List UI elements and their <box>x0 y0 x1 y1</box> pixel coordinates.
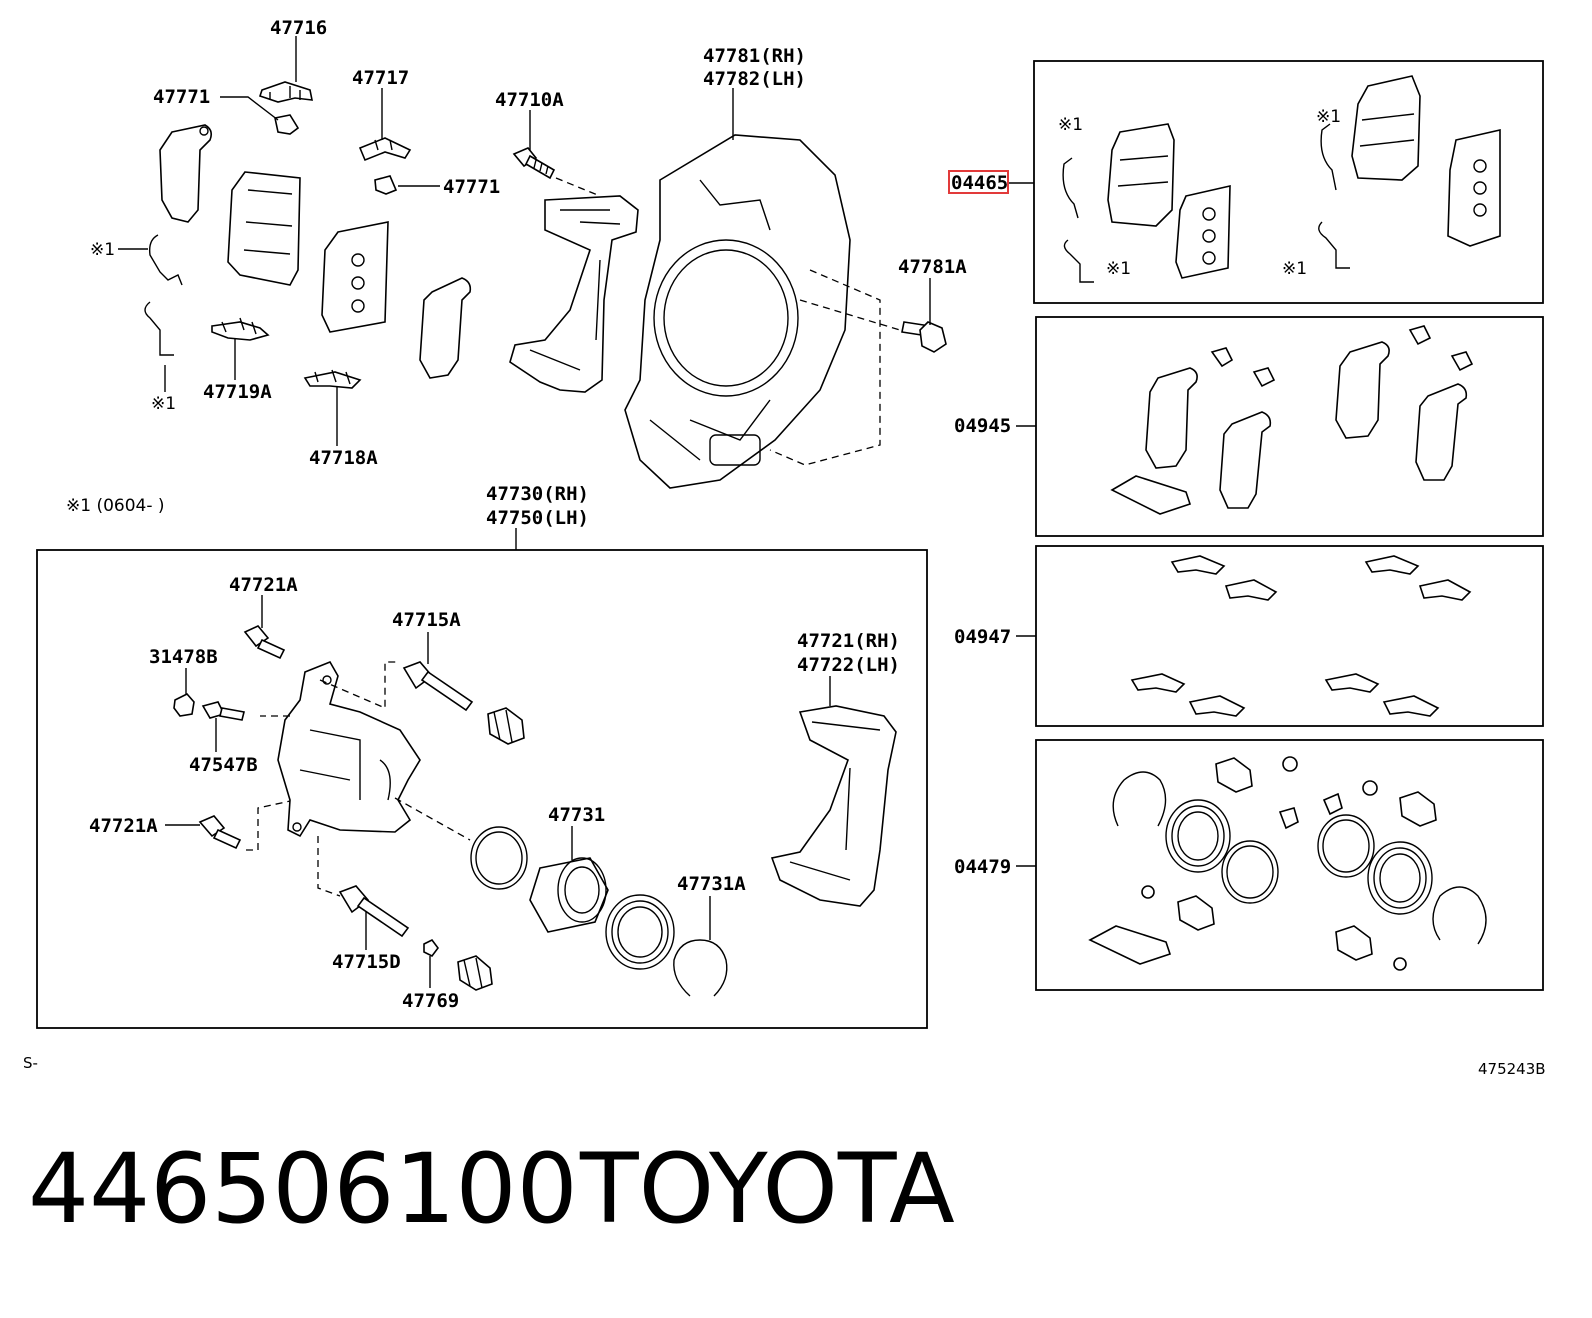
bolt-47710A <box>512 147 556 180</box>
highlighted-part-number-box <box>948 170 1009 194</box>
boot-upper <box>487 707 525 745</box>
label-kit-ref1-b: ※1 <box>1106 259 1131 279</box>
pad-support-plate-47716 <box>258 81 314 103</box>
label-47750-lh: 47750(LH) <box>486 507 589 529</box>
clip-47771-lower <box>374 175 398 195</box>
label-47710A: 47710A <box>495 89 564 111</box>
label-ref1-lower: ※1 <box>151 394 176 414</box>
label-47547B: 47547B <box>189 754 258 776</box>
disc-brake-dust-cover <box>624 134 851 489</box>
label-ref1-upper: ※1 <box>90 240 115 260</box>
label-47721-rh: 47721(RH) <box>797 630 900 652</box>
bleeder-cap-31478B <box>173 693 195 717</box>
bolt-47781A <box>901 321 947 353</box>
kit-box-04945 <box>1035 316 1544 537</box>
label-04479[interactable]: 04479 <box>954 856 1011 878</box>
label-47719A: 47719A <box>203 381 272 403</box>
label-47716: 47716 <box>270 17 327 39</box>
caliper-mounting-47721 <box>770 705 897 907</box>
slide-pin-47715D <box>338 885 410 938</box>
caption-part-number: 446506100 <box>28 1133 578 1245</box>
kit-shims <box>1110 325 1474 515</box>
boot-lower <box>457 955 493 991</box>
brake-pad-right <box>321 221 389 333</box>
bolt-47721A-lower <box>198 815 242 850</box>
bolt-47721A-upper <box>243 625 286 660</box>
kit-pads-front <box>1062 123 1231 283</box>
footer-right-code: 475243B <box>1478 1060 1546 1078</box>
kit-box-04465 <box>1033 60 1544 304</box>
label-47771-upper: 47771 <box>153 86 210 108</box>
set-ring-47731A <box>673 939 728 997</box>
anti-squeal-shim-outer <box>159 124 212 223</box>
label-04945[interactable]: 04945 <box>954 415 1011 437</box>
label-47721A-lower: 47721A <box>89 815 158 837</box>
pad-support-plate-47719A <box>211 317 270 341</box>
label-47769: 47769 <box>402 990 459 1012</box>
pad-wear-indicator <box>144 234 183 356</box>
label-47722-lh: 47722(LH) <box>797 654 900 676</box>
label-kit-ref1-a: ※1 <box>1058 115 1083 135</box>
label-47771-lower: 47771 <box>443 176 500 198</box>
label-47730-rh: 47730(RH) <box>486 483 589 505</box>
bleeder-plug-47547B <box>201 701 245 721</box>
note-ref1-date: ※1 (0604- ) <box>66 496 165 516</box>
label-47782-lh: 47782(LH) <box>703 68 806 90</box>
label-47715A: 47715A <box>392 609 461 631</box>
label-47731A: 47731A <box>677 873 746 895</box>
pad-support-plate-47717 <box>358 137 412 162</box>
label-47731: 47731 <box>548 804 605 826</box>
caliper-mounting-bracket <box>509 195 639 393</box>
label-31478B: 31478B <box>149 646 218 668</box>
cylinder-boot <box>605 894 675 970</box>
label-04465[interactable]: 04465 <box>951 172 1008 194</box>
anti-squeal-shim-inner <box>419 277 472 379</box>
label-kit-ref1-c: ※1 <box>1316 107 1341 127</box>
caliper-assembly-box <box>36 549 928 1029</box>
kit-cylinder-seals <box>1088 756 1487 971</box>
kit-support-plates <box>1130 555 1472 717</box>
footer-left-code: S- <box>23 1054 38 1072</box>
label-47715D: 47715D <box>332 951 401 973</box>
piston-seal-47731 <box>470 826 528 890</box>
label-kit-ref1-d: ※1 <box>1282 259 1307 279</box>
kit-pads-rear <box>1318 75 1501 269</box>
label-04947[interactable]: 04947 <box>954 626 1011 648</box>
clip-47771-upper <box>274 114 300 135</box>
label-47718A: 47718A <box>309 447 378 469</box>
piston <box>529 857 609 933</box>
label-47717: 47717 <box>352 67 409 89</box>
pad-support-plate-47718A <box>303 369 362 389</box>
caliper-body <box>277 660 421 838</box>
slide-pin-47715A <box>402 661 474 712</box>
label-47721A-upper: 47721A <box>229 574 298 596</box>
kit-box-04479 <box>1035 739 1544 991</box>
brake-pad-left <box>227 171 301 286</box>
label-47781-rh: 47781(RH) <box>703 45 806 67</box>
caption-brand: TOYOTA <box>579 1133 955 1245</box>
label-47781A: 47781A <box>898 256 967 278</box>
kit-box-04947 <box>1035 545 1544 727</box>
bushing-47769 <box>423 938 439 958</box>
